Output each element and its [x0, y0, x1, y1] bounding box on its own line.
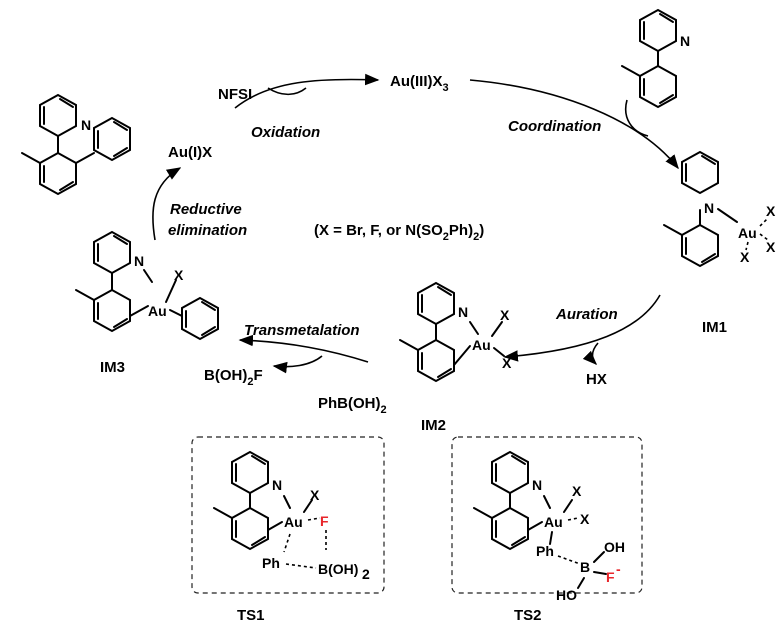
svg-text:Au: Au [284, 514, 303, 530]
x-definition-label: (X = Br, F, or N(SO2Ph)2) [314, 222, 484, 243]
svg-text:X: X [572, 483, 582, 499]
transmetalation-label: Transmetalation [244, 322, 360, 339]
im2-molecule: N Au X X [399, 281, 512, 383]
im1-molecule: N Au X X X [663, 150, 776, 268]
transmetalation-arrow [238, 334, 369, 363]
hx-label: HX [586, 371, 607, 388]
svg-text:X: X [310, 487, 320, 503]
svg-text:X: X [174, 267, 184, 283]
svg-text:X: X [500, 307, 510, 323]
cycle-arrows [152, 73, 679, 374]
svg-text:N: N [272, 477, 282, 493]
svg-text:2: 2 [362, 566, 370, 582]
coordination-label: Coordination [508, 118, 601, 135]
svg-text:-: - [616, 561, 621, 577]
svg-text:N: N [532, 477, 542, 493]
nfsi-label: NFSI [218, 86, 252, 103]
svg-text:B: B [580, 559, 590, 575]
nfsi-feed-arrow [267, 87, 307, 96]
boh2f-label: B(OH)2F [204, 367, 263, 388]
svg-text:N: N [680, 33, 690, 49]
svg-text:Ph: Ph [536, 543, 554, 559]
oxidation-arrow [234, 73, 380, 109]
au3-x3-label: Au(III)X3 [390, 73, 449, 94]
reductive-elimination-arrow [152, 167, 182, 241]
svg-text:HO: HO [556, 587, 577, 603]
svg-text:N: N [81, 117, 91, 133]
svg-text:Au: Au [544, 514, 563, 530]
svg-text:X: X [502, 355, 512, 371]
au1-x-label: Au(I)X [168, 144, 212, 161]
oxidation-label: Oxidation [251, 124, 320, 141]
ts2-label: TS2 [514, 607, 542, 624]
product-molecule: N [21, 93, 131, 196]
ts1-box [191, 436, 385, 594]
svg-text:F: F [606, 569, 615, 585]
im3-label: IM3 [100, 359, 125, 376]
svg-text:OH: OH [604, 539, 625, 555]
hx-release-arrow [582, 342, 599, 366]
elimination-label: elimination [168, 222, 247, 239]
svg-text:N: N [704, 200, 714, 216]
svg-text:B(OH): B(OH) [318, 561, 358, 577]
phboh2-label: PhB(OH)2 [318, 395, 387, 416]
svg-text:X: X [766, 239, 776, 255]
boronic-branch-arrow [272, 355, 323, 374]
svg-text:Au: Au [472, 337, 491, 353]
svg-text:X: X [580, 511, 590, 527]
auration-arrow [503, 294, 661, 362]
ts1-molecule: N Au X F B(OH) 2 Ph [213, 450, 370, 582]
ligand-feed-arrow [625, 99, 649, 137]
im1-label: IM1 [702, 319, 727, 336]
ts1-label: TS1 [237, 607, 265, 624]
svg-text:Ph: Ph [262, 555, 280, 571]
reductive-label: Reductive [170, 201, 242, 218]
svg-text:N: N [134, 253, 144, 269]
svg-text:N: N [458, 304, 468, 320]
svg-text:F: F [320, 513, 329, 529]
im2-label: IM2 [421, 417, 446, 434]
auration-label: Auration [555, 306, 618, 323]
svg-text:X: X [740, 249, 750, 265]
im3-molecule: N Au X [75, 230, 219, 341]
substrate-molecule: N [621, 8, 690, 109]
ts2-molecule: N Au X X Ph B OH HO F - [473, 450, 625, 603]
svg-text:X: X [766, 203, 776, 219]
coordination-arrow [469, 79, 679, 170]
svg-text:Au: Au [148, 303, 167, 319]
svg-text:Au: Au [738, 225, 757, 241]
